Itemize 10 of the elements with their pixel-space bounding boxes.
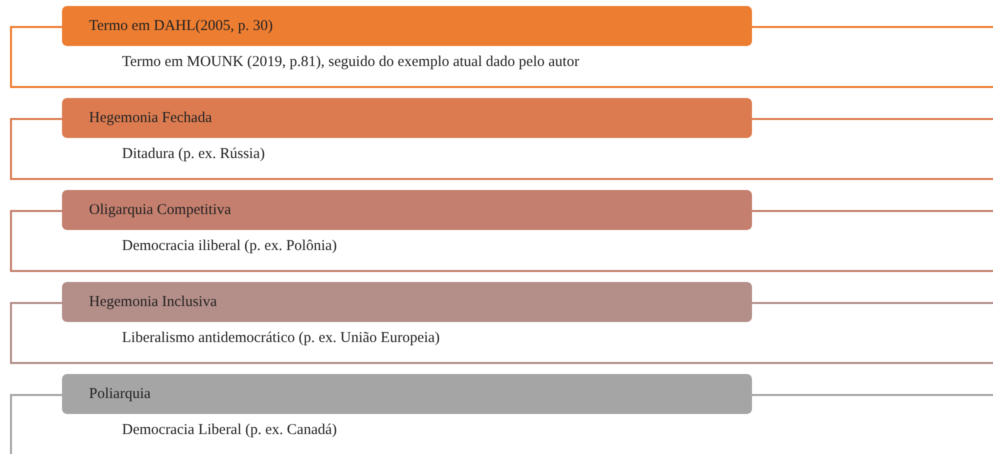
- term-heading: Hegemonia Fechada: [62, 98, 752, 138]
- example-text: Termo em MOUNK (2019, p.81), seguido do exemplo atual dado pelo autor: [122, 54, 580, 71]
- term-heading: Hegemonia Inclusiva: [62, 282, 752, 322]
- term-heading: Termo em DAHL(2005, p. 30): [62, 6, 752, 46]
- example-text: Democracia iliberal (p. ex. Polônia): [122, 238, 337, 255]
- example-text: Democracia Liberal (p. ex. Canadá): [122, 422, 337, 439]
- example-text: Liberalismo antidemocrático (p. ex. União Europeia): [122, 330, 440, 347]
- term-heading: Poliarquia: [62, 374, 752, 414]
- example-text: Ditadura (p. ex. Rússia): [122, 146, 265, 163]
- term-heading: Oligarquia Competitiva: [62, 190, 752, 230]
